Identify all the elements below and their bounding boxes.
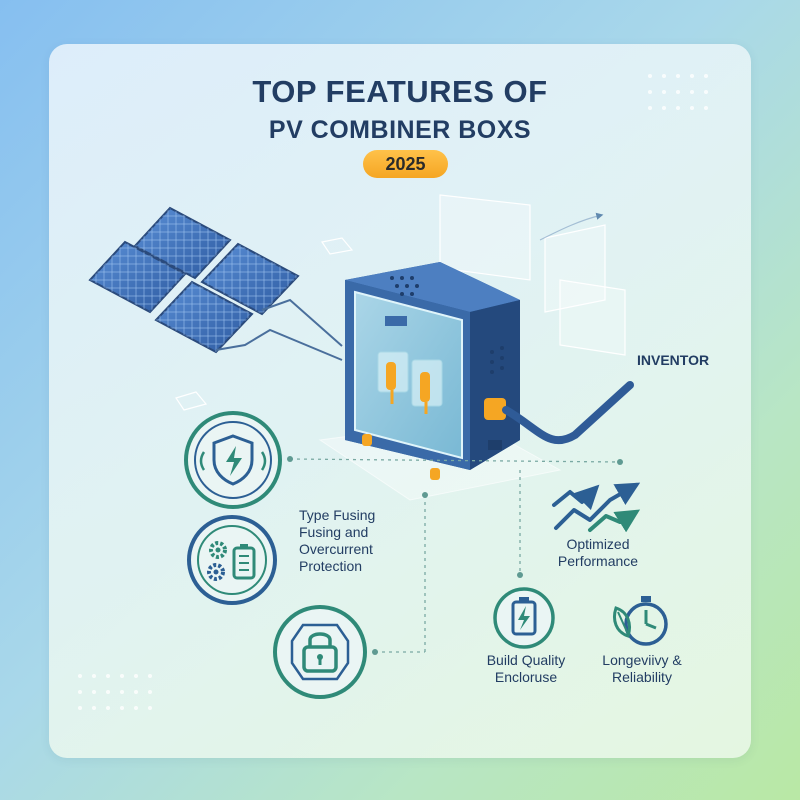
- optimized-label-line: Optimized: [566, 536, 630, 552]
- solar-panel: [88, 240, 187, 314]
- fusing-label-line: Protection: [299, 558, 363, 574]
- fusing-label-line: Type Fusing: [299, 507, 376, 523]
- panel-wiring: [215, 298, 343, 361]
- dot-grid-top-right: [648, 74, 708, 110]
- dot-grid-bottom-left: [78, 674, 152, 710]
- longevity-label: Longeviivy & Reliability: [594, 652, 690, 686]
- solar-panel: [154, 280, 254, 354]
- optimized-label-line: Performance: [557, 553, 639, 569]
- hologram-panels: [175, 194, 626, 411]
- connector-lines: [289, 458, 621, 653]
- battery-icon: [511, 597, 537, 636]
- solar-panel: [200, 242, 300, 316]
- security-feature-badge: [273, 605, 367, 699]
- fusing-label-line: Overcurrent: [299, 541, 373, 557]
- gears-battery-icon: [207, 541, 256, 581]
- solar-panel-array: [88, 206, 300, 354]
- fusing-label-line: Fusing and: [299, 524, 369, 540]
- leaf-stopwatch-icon: [613, 596, 668, 646]
- shield-lightning-icon: [199, 434, 267, 486]
- build-label-line: Encloruse: [494, 669, 558, 685]
- optimized-performance-label: Optimized Performance: [548, 536, 648, 570]
- fusing-protection-label: Type Fusing Fusing and Overcurrent Prote…: [299, 507, 419, 575]
- components-feature-badge: [187, 515, 277, 605]
- solar-panel: [133, 206, 232, 280]
- title-line-1: TOP FEATURES OF: [252, 74, 548, 109]
- combiner-box: [345, 262, 520, 480]
- protection-feature-badge: [184, 411, 282, 509]
- longevity-label-line: Reliability: [612, 669, 672, 685]
- padlock-icon: [302, 632, 338, 673]
- year-badge: 2025: [363, 150, 448, 178]
- build-quality-feature-badge: [493, 587, 555, 649]
- build-label-line: Build Quality: [486, 652, 566, 668]
- title-line-2: PV COMBINER BOXS: [268, 116, 532, 144]
- build-quality-label: Build Quality Encloruse: [478, 652, 574, 686]
- inverter-cable: [502, 381, 634, 445]
- trend-arrows-icon: [552, 482, 641, 533]
- longevity-label-line: Longeviivy &: [602, 652, 682, 668]
- inverter-label: INVENTOR: [637, 352, 710, 368]
